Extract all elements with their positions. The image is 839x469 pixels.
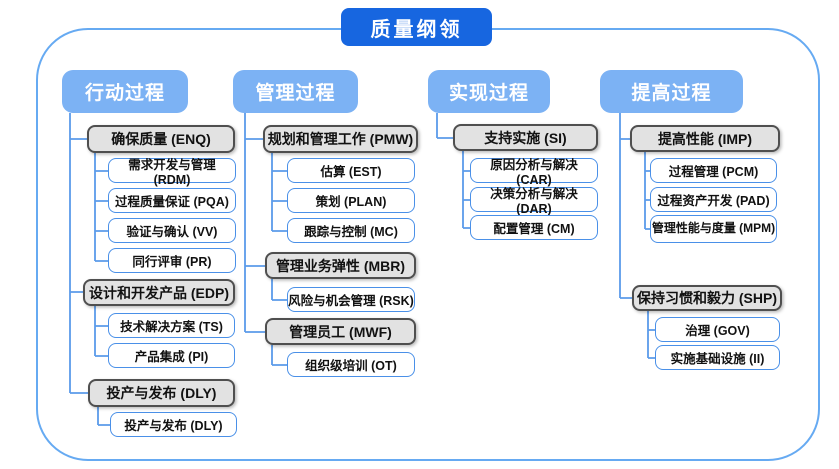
leaf-node-pad: 过程资产开发 (PAD) xyxy=(650,187,777,212)
leaf-node-car: 原因分析与解决 (CAR) xyxy=(470,158,598,187)
leaf-node-pcm: 过程管理 (PCM) xyxy=(650,158,777,183)
diagram-title: 质量纲领 xyxy=(341,8,492,46)
group-node-dly: 投产与发布 (DLY) xyxy=(88,379,235,407)
leaf-node-rsk: 风险与机会管理 (RSK) xyxy=(287,287,415,312)
leaf-node-ii: 实施基础设施 (II) xyxy=(655,345,780,370)
leaf-node-pr: 同行评审 (PR) xyxy=(108,248,236,273)
group-node-pmw: 规划和管理工作 (PMW) xyxy=(263,125,418,153)
leaf-node-pqa: 过程质量保证 (PQA) xyxy=(108,188,236,213)
leaf-node-plan: 策划 (PLAN) xyxy=(287,188,415,213)
group-node-mwf: 管理员工 (MWF) xyxy=(265,318,416,345)
leaf-node-rdm: 需求开发与管理 (RDM) xyxy=(108,158,236,187)
leaf-node-est: 估算 (EST) xyxy=(287,158,415,183)
leaf-node-mc: 跟踪与控制 (MC) xyxy=(287,218,415,243)
group-node-shp: 保持习惯和毅力 (SHP) xyxy=(632,285,782,311)
leaf-node-vv: 验证与确认 (VV) xyxy=(108,218,236,243)
leaf-node-ts: 技术解决方案 (TS) xyxy=(108,313,235,338)
group-node-enq: 确保质量 (ENQ) xyxy=(87,125,235,153)
group-node-imp: 提高性能 (IMP) xyxy=(630,125,780,152)
column-header-implementation-process: 实现过程 xyxy=(428,70,550,113)
leaf-node-ot: 组织级培训 (OT) xyxy=(287,352,415,377)
leaf-node-gov: 治理 (GOV) xyxy=(655,317,780,342)
column-header-action-process: 行动过程 xyxy=(62,70,188,113)
group-node-mbr: 管理业务弹性 (MBR) xyxy=(265,252,416,279)
group-node-si: 支持实施 (SI) xyxy=(453,124,598,151)
column-header-management-process: 管理过程 xyxy=(233,70,358,113)
leaf-node-pi: 产品集成 (PI) xyxy=(108,343,235,368)
group-node-edp: 设计和开发产品 (EDP) xyxy=(83,279,235,306)
leaf-node-dly: 投产与发布 (DLY) xyxy=(110,412,237,437)
leaf-node-cm: 配置管理 (CM) xyxy=(470,215,598,240)
leaf-node-dar: 决策分析与解决 (DAR) xyxy=(470,187,598,216)
column-header-improvement-process: 提高过程 xyxy=(600,70,743,113)
leaf-node-mpm: 管理性能与度量 (MPM) xyxy=(650,215,777,243)
